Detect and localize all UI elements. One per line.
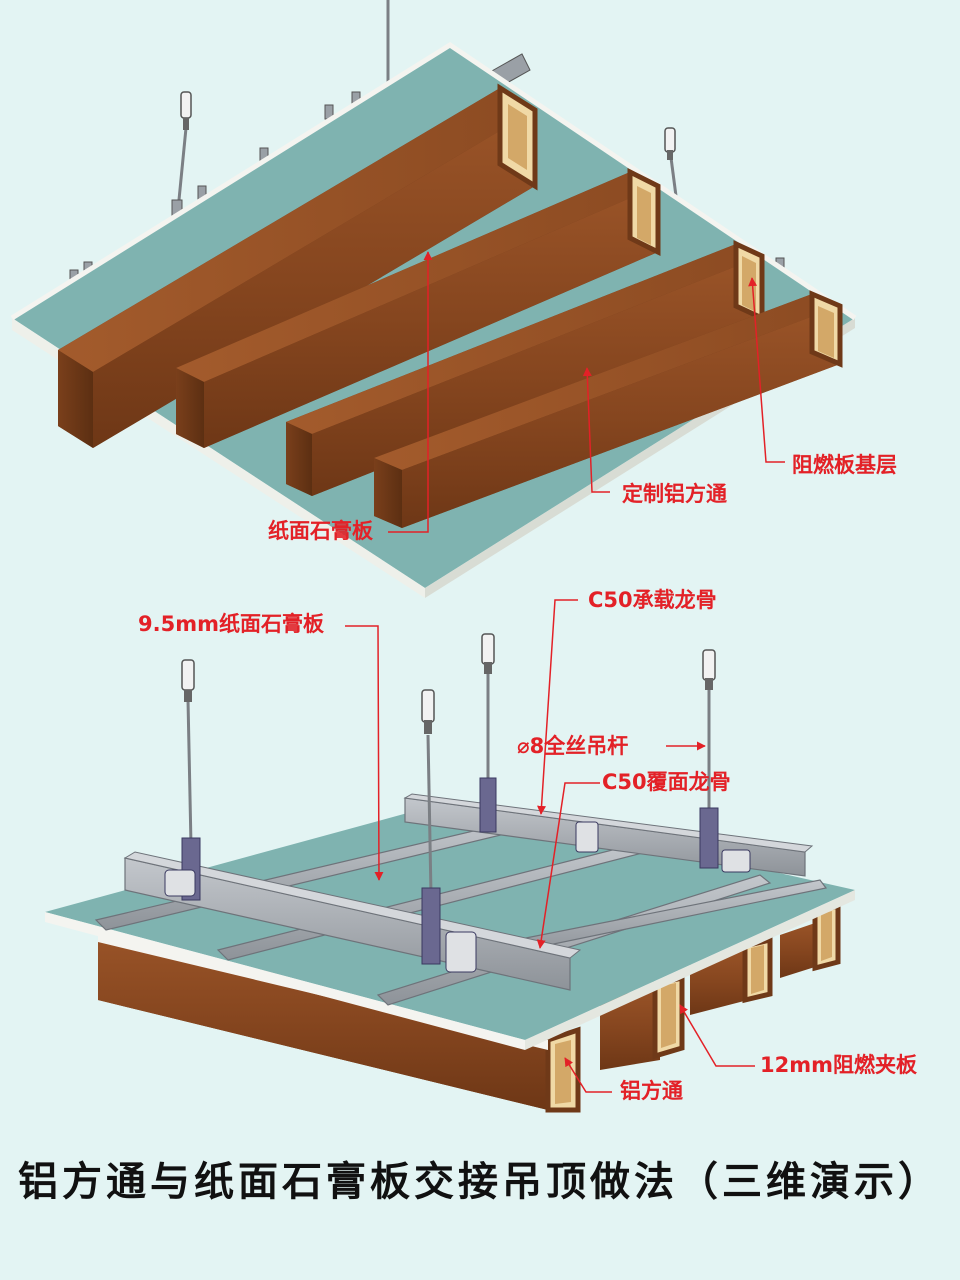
aluminum-tube-beam [98, 930, 581, 1113]
gypsum-board [45, 800, 855, 1040]
bottom-ceiling-assembly [45, 599, 855, 1113]
aluminum-tube-beam [780, 902, 841, 978]
aluminum-tube-beam [176, 167, 661, 448]
aluminum-tube-beam [374, 290, 843, 528]
label-fire-retardant-plywood: 12mm阻燃夹板 [760, 1053, 917, 1077]
label-c50-cover-keel: C50覆面龙骨 [602, 770, 731, 794]
expansion-bolt-icon [664, 127, 676, 160]
annotation-lines-top [388, 251, 785, 533]
label-custom-aluminum-tube: 定制铝方通 [622, 482, 727, 506]
expansion-bolt-icon [702, 649, 716, 690]
page-caption: 铝方通与纸面石膏板交接吊顶做法（三维演示） [18, 1159, 942, 1205]
label-c50-main-keel: C50承载龙骨 [588, 588, 717, 612]
label-aluminum-tube: 铝方通 [620, 1079, 683, 1103]
hanger-clip-icon [421, 887, 477, 973]
label-hanging-rod: ⌀8全丝吊杆 [517, 734, 629, 758]
hanger-clip-icon [699, 807, 751, 873]
label-gypsum-board: 纸面石膏板 [268, 519, 373, 543]
label-fire-retardant-base: 阻燃板基层 [792, 453, 897, 477]
top-ceiling-assembly [10, 0, 857, 598]
aluminum-tube-beam [286, 240, 765, 496]
annotation-lines-bottom [345, 599, 755, 1093]
hanger-clip-icon [164, 837, 201, 901]
hanging-rod [426, 734, 433, 896]
hanging-rod [176, 127, 188, 211]
hanging-rod [186, 699, 193, 846]
expansion-bolt-icon [481, 633, 495, 674]
expansion-bolt-icon [181, 659, 195, 702]
label-gypsum-board-9-5mm: 9.5mm纸面石膏板 [138, 612, 324, 636]
hanger-clip-icon [479, 777, 599, 853]
expansion-bolt-icon [421, 689, 435, 734]
expansion-bolt-icon [180, 91, 192, 130]
